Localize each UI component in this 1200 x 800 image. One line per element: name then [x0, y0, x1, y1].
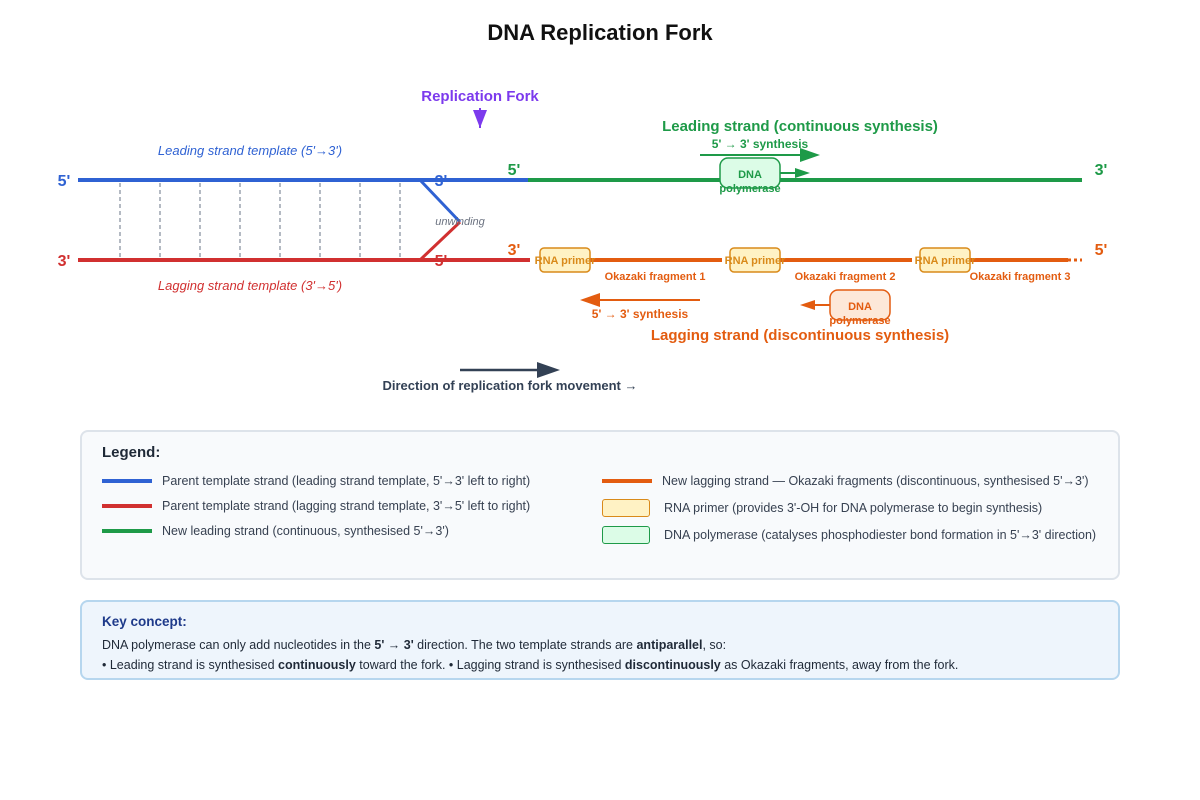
leading-template-label: Leading strand template (5'→3')	[158, 143, 342, 158]
legend-swatch-rna-primer	[602, 499, 650, 517]
unwinding-bottom-strand	[418, 220, 462, 262]
bottom-left-3prime: 3'	[58, 253, 71, 270]
okazaki-fragment-label-3: Okazaki fragment 3	[970, 271, 1071, 283]
lagging-polymerase-label-2: polymerase	[829, 315, 890, 327]
key-text: toward the fork. • Lagging strand is syn…	[355, 658, 625, 672]
direction-label: Direction of replication fork movement →	[383, 378, 638, 393]
leading-polymerase-label-1: DNA	[738, 169, 762, 181]
leading-start-5prime: 5'	[508, 162, 521, 179]
legend-item-leading-new: New leading strand (continuous, synthesi…	[102, 524, 449, 538]
key-concept-title: Key concept:	[102, 614, 187, 629]
legend-swatch-lagging-template	[102, 504, 152, 508]
lagging-polymerase-arrow-head	[800, 300, 815, 310]
key-bold-text: continuously	[278, 658, 356, 672]
lagging-synthesis-arrow-head	[580, 293, 600, 307]
key-text: as Okazaki fragments, away from the fork…	[720, 658, 959, 672]
legend-item-label: Parent template strand (leading strand t…	[162, 474, 531, 488]
legend-swatch-leading-new	[102, 529, 152, 533]
fork-arrow-head	[473, 110, 487, 128]
lagging-strand-label: Lagging strand (discontinuous synthesis)	[651, 327, 949, 344]
key-bold-text: 5' → 3'	[374, 638, 414, 652]
legend-item-label: Parent template strand (lagging strand t…	[162, 499, 531, 513]
lagging-start-3prime: 3'	[508, 242, 521, 259]
diagram-title: DNA Replication Fork	[487, 20, 713, 45]
key-text: DNA polymerase can only add nucleotides …	[102, 638, 375, 652]
key-bold-text: antiparallel	[636, 638, 703, 652]
key-text: direction. The two template strands are	[413, 638, 637, 652]
rna-primer-label-3: RNA primer	[915, 255, 976, 267]
rna-primer-label-1: RNA primer	[535, 255, 596, 267]
leading-polymerase-label-2: polymerase	[719, 183, 780, 195]
legend-item-lagging-template: Parent template strand (lagging strand t…	[102, 499, 530, 513]
fork-top-3prime: 3'	[435, 173, 448, 190]
legend-item-label: New leading strand (continuous, synthesi…	[162, 524, 449, 538]
lagging-polymerase-box	[829, 289, 891, 321]
legend-item-label: New lagging strand — Okazaki fragments (…	[662, 474, 1089, 488]
legend-item-label: DNA polymerase (catalyses phosphodiester…	[664, 528, 1097, 542]
okazaki-fragment-label-1: Okazaki fragment 1	[605, 271, 706, 283]
legend-item-rna-primer: RNA primer (provides 3'-OH for DNA polym…	[602, 499, 1042, 517]
rna-primer-box-1	[539, 247, 591, 273]
key-concept-panel: Key concept: DNA polymerase can only add…	[80, 600, 1120, 680]
replication-fork-diagram: DNA Replication Fork Replication Fork Le…	[58, 20, 1108, 393]
unwinding-label: unwinding	[435, 216, 485, 228]
lagging-polymerase-label-1: DNA	[848, 301, 872, 313]
legend-item-label: RNA primer (provides 3'-OH for DNA polym…	[664, 501, 1043, 515]
rna-primer-box-3	[919, 247, 971, 273]
rna-primer-box-2	[729, 247, 781, 273]
leading-synthesis-arrow-head	[800, 148, 820, 162]
top-left-5prime: 5'	[58, 173, 71, 190]
key-concept-line-1: DNA polymerase can only add nucleotides …	[102, 638, 726, 652]
base-pair-rungs	[119, 183, 401, 257]
okazaki-fragment-label-2: Okazaki fragment 2	[795, 271, 896, 283]
key-concept-line-2: • Leading strand is synthesised continuo…	[102, 658, 958, 672]
legend-swatch-leading-template	[102, 479, 152, 483]
legend-panel: Legend: Parent template strand (leading …	[80, 430, 1120, 580]
legend-item-lagging-new: New lagging strand — Okazaki fragments (…	[602, 474, 1089, 488]
fork-label: Replication Fork	[421, 88, 539, 105]
fork-bottom-5prime: 5'	[435, 253, 448, 270]
unwinding-top-strand	[418, 178, 462, 224]
key-text: • Leading strand is synthesised	[102, 658, 279, 672]
legend-title: Legend:	[102, 444, 161, 461]
key-bold-text: discontinuously	[624, 658, 721, 672]
leading-strand-label: Leading strand (continuous synthesis)	[662, 118, 938, 135]
legend-item-leading-template: Parent template strand (leading strand t…	[102, 474, 530, 488]
lagging-synthesis-label: 5' → 3' synthesis	[592, 307, 689, 321]
legend-item-polymerase: DNA polymerase (catalyses phosphodiester…	[602, 526, 1096, 544]
leading-synthesis-label: 5' → 3' synthesis	[712, 137, 809, 151]
legend-swatch-polymerase	[602, 526, 650, 544]
lagging-end-5prime: 5'	[1095, 242, 1108, 259]
key-text: , so:	[702, 638, 727, 652]
legend-swatch-lagging-new	[602, 479, 652, 483]
rna-primer-label-2: RNA primer	[725, 255, 786, 267]
leading-polymerase-arrow-head	[795, 168, 810, 178]
direction-arrow-head	[537, 362, 560, 378]
lagging-template-label: Lagging strand template (3'→5')	[158, 278, 342, 293]
leading-end-3prime: 3'	[1095, 162, 1108, 179]
